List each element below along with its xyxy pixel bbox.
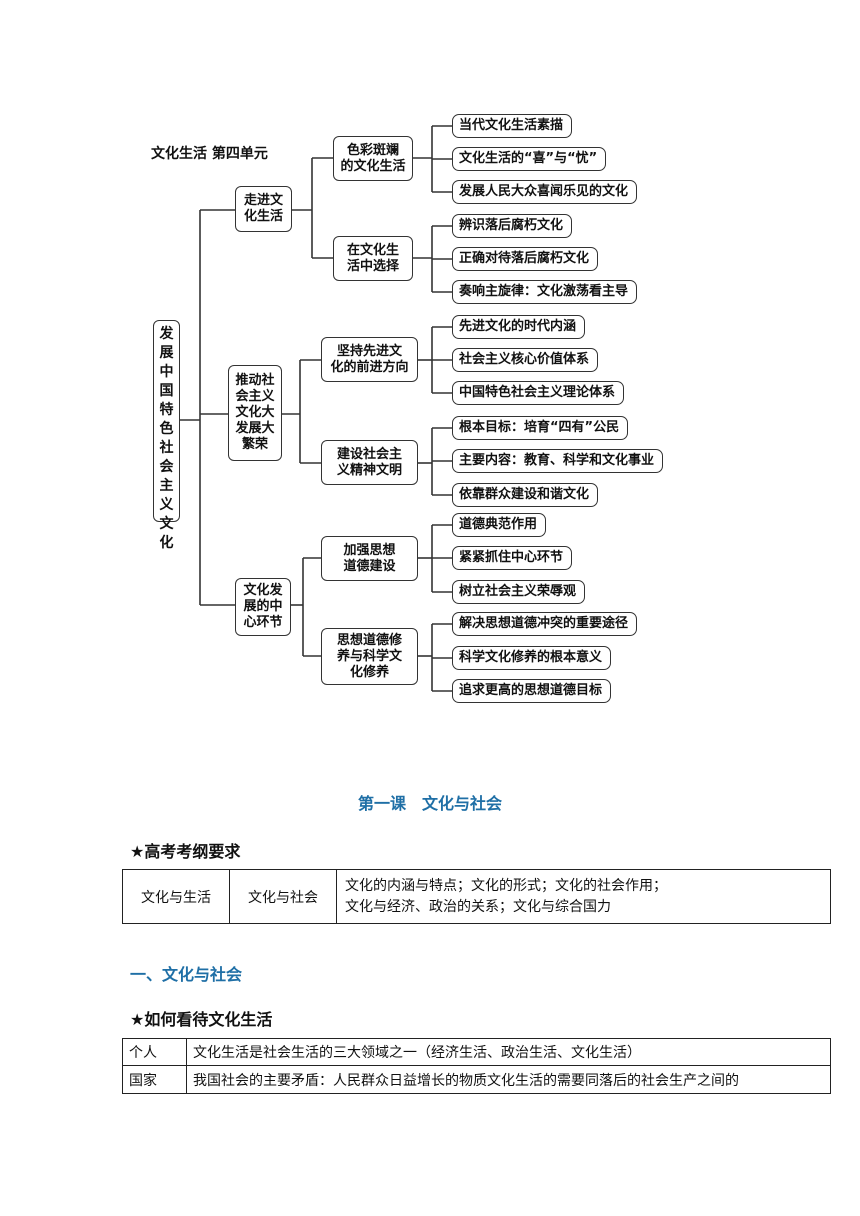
mindmap-connectors [178, 125, 452, 692]
table-cell: 国家 [122, 1065, 187, 1094]
leaf-node: 社会主义核心价值体系 [452, 348, 599, 372]
table-cell: 文化生活是社会生活的三大领域之一（经济生活、政治生活、文化生活） [186, 1038, 831, 1066]
table-cell: 文化的内涵与特点；文化的形式；文化的社会作用； 文化与经济、政治的关系；文化与综… [336, 869, 831, 924]
branch-node-1: 走进文 化生活 [235, 186, 292, 232]
view-culture-table: 个人 文化生活是社会生活的三大领域之一（经济生活、政治生活、文化生活） 国家 我… [122, 1038, 831, 1094]
root-char: 义 [159, 497, 174, 513]
sub-node-1: 色彩斑斓 的文化生活 [333, 136, 413, 181]
leaf-node: 根本目标：培育“四有”公民 [452, 416, 629, 440]
sub-node-2: 在文化生 活中选择 [333, 236, 413, 281]
root-char: 化 [159, 535, 174, 551]
root-char: 会 [159, 459, 174, 475]
root-char: 文 [159, 516, 174, 532]
table-cell: 文化与生活 [122, 869, 230, 924]
mindmap-title: 文化生活 第四单元 [151, 146, 268, 162]
sub-node-3: 坚持先进文 化的前进方向 [321, 337, 418, 382]
branch-node-2: 推动社 会主义 文化大 发展大 繁荣 [228, 365, 282, 461]
leaf-node: 文化生活的“喜”与“忧” [452, 147, 607, 171]
leaf-node: 科学文化修养的根本意义 [452, 646, 612, 670]
leaf-node: 树立社会主义荣辱观 [452, 580, 586, 604]
branch-node-3: 文化发 展的中 心环节 [235, 578, 291, 636]
leaf-node: 辨识落后腐朽文化 [452, 214, 573, 238]
root-char: 主 [159, 478, 174, 494]
root-char: 社 [159, 440, 174, 456]
leaf-node: 奏响主旋律：文化激荡看主导 [452, 280, 638, 304]
exam-requirements-heading: ★高考考纲要求 [130, 842, 241, 861]
leaf-node: 紧紧抓住中心环节 [452, 546, 573, 570]
sub-node-5: 加强思想 道德建设 [321, 536, 418, 581]
root-char: 中 [159, 364, 174, 380]
root-char: 色 [159, 421, 174, 437]
leaf-node: 依靠群众建设和谐文化 [452, 483, 599, 507]
table-cell: 我国社会的主要矛盾：人民群众日益增长的物质文化生活的需要同落后的社会生产之间的 [186, 1065, 831, 1094]
leaf-node: 中国特色社会主义理论体系 [452, 381, 625, 405]
leaf-node: 追求更高的思想道德目标 [452, 679, 612, 703]
table-cell-line: 文化与经济、政治的关系；文化与综合国力 [345, 898, 611, 915]
root-char: 特 [159, 402, 174, 418]
root-char: 展 [159, 345, 174, 361]
root-char: 发 [159, 326, 174, 342]
root-char: 国 [159, 383, 174, 399]
table-cell-line: 文化的内涵与特点；文化的形式；文化的社会作用； [345, 877, 667, 894]
table-row: 国家 我国社会的主要矛盾：人民群众日益增长的物质文化生活的需要同落后的社会生产之… [122, 1065, 831, 1094]
leaf-node: 道德典范作用 [452, 513, 547, 537]
sub-node-4: 建设社会主 义精神文明 [321, 440, 418, 485]
leaf-node: 先进文化的时代内涵 [452, 315, 586, 339]
table-row: 个人 文化生活是社会生活的三大领域之一（经济生活、政治生活、文化生活） [122, 1038, 831, 1066]
sub-node-6: 思想道德修 养与科学文 化修养 [321, 628, 418, 685]
leaf-node: 当代文化生活素描 [452, 114, 573, 138]
leaf-node: 发展人民大众喜闻乐见的文化 [452, 180, 638, 204]
table-row: 文化与生活 文化与社会 文化的内涵与特点；文化的形式；文化的社会作用； 文化与经… [122, 869, 831, 924]
mindmap-root: 发展中国特色社会主义文化 [153, 320, 180, 551]
view-culture-heading: ★如何看待文化生活 [130, 1010, 273, 1029]
lesson-title: 第一课 文化与社会 [357, 794, 502, 813]
leaf-node: 正确对待落后腐朽文化 [452, 247, 599, 271]
exam-requirements-table: 文化与生活 文化与社会 文化的内涵与特点；文化的形式；文化的社会作用； 文化与经… [122, 869, 831, 924]
leaf-node: 主要内容：教育、科学和文化事业 [452, 449, 664, 473]
table-cell: 文化与社会 [229, 869, 337, 924]
table-cell: 个人 [122, 1038, 187, 1066]
leaf-node: 解决思想道德冲突的重要途径 [452, 612, 638, 636]
section-heading: 一、文化与社会 [130, 965, 243, 984]
